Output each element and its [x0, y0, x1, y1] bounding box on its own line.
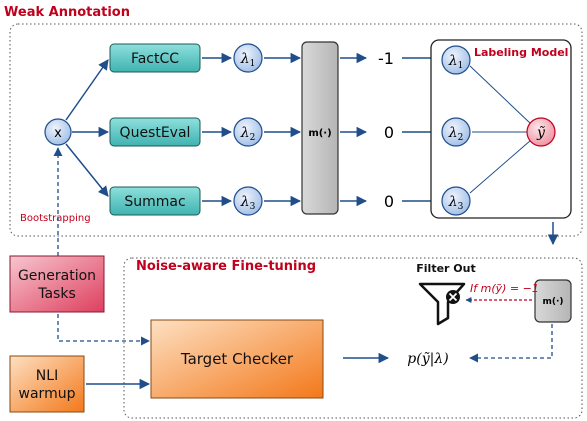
lm-lambda3-node [441, 186, 471, 216]
filter-out-label: Filter Out [416, 262, 475, 275]
labeling-model-box [430, 39, 572, 219]
arrow-m-posterior [469, 324, 553, 363]
aggregator-box [301, 41, 339, 215]
output-value-1: -1 [378, 49, 394, 68]
arrow-generation-target [57, 314, 150, 346]
questeval-box [109, 117, 201, 147]
noise-aware-title: Noise-aware Fine-tuning [136, 259, 316, 274]
posterior-label: p(ỹ|λ) [407, 351, 448, 367]
bootstrapping-label: Bootstrapping [20, 213, 91, 224]
lambda1-label: λ1 [240, 51, 256, 69]
target-checker-label: Target Checker [180, 350, 294, 368]
output-value-2: 0 [384, 123, 394, 142]
arrow-x-factcc [65, 59, 109, 121]
input-node-x [44, 118, 72, 146]
lm-lambda2-label: λ2 [448, 125, 464, 143]
close-icon [446, 290, 460, 304]
summac-label: Summac [124, 194, 185, 210]
filter-aggregator-label: m(·) [542, 297, 563, 307]
y-tilde-node [526, 117, 556, 147]
filter-aggregator-box [534, 279, 572, 323]
lm-lambda1-label: λ1 [448, 53, 464, 71]
aggregator-label: m(·) [308, 128, 331, 139]
lambda2-node [233, 117, 263, 147]
input-node-x-label: x [54, 126, 62, 141]
lambda3-label: λ3 [240, 194, 256, 212]
filter-icon [418, 282, 466, 326]
lm-lambda3-label: λ3 [448, 194, 464, 212]
generation-tasks-label-line2: Tasks [37, 286, 76, 302]
edge-lm-lambda1-y [469, 65, 532, 125]
generation-tasks-box [9, 255, 105, 313]
lm-lambda2-node [441, 117, 471, 147]
lambda3-node [233, 186, 263, 216]
summac-box [109, 186, 201, 216]
lambda2-label: λ2 [240, 125, 256, 143]
y-tilde-label: ỹ [536, 125, 546, 141]
labeling-model-title: Labeling Model [474, 46, 568, 59]
lm-lambda1-node [441, 45, 471, 75]
generation-tasks-label-line1: Generation [18, 268, 96, 284]
output-value-3: 0 [384, 192, 394, 211]
nli-warmup-line2: warmup [19, 386, 76, 402]
arrow-x-summac [65, 143, 109, 197]
factcc-box [109, 43, 201, 73]
filter-condition: If m(ỹ) = −1 [470, 282, 539, 295]
nli-warmup-line1: NLI [36, 368, 58, 384]
noise-aware-region [123, 257, 583, 419]
questeval-label: QuestEval [120, 125, 191, 141]
lambda1-node [233, 43, 263, 73]
factcc-label: FactCC [131, 51, 179, 67]
nli-warmup-box [9, 355, 85, 413]
weak-annotation-title: Weak Annotation [4, 5, 130, 20]
edge-lm-lambda3-y [469, 139, 532, 194]
target-checker-box [150, 319, 324, 399]
